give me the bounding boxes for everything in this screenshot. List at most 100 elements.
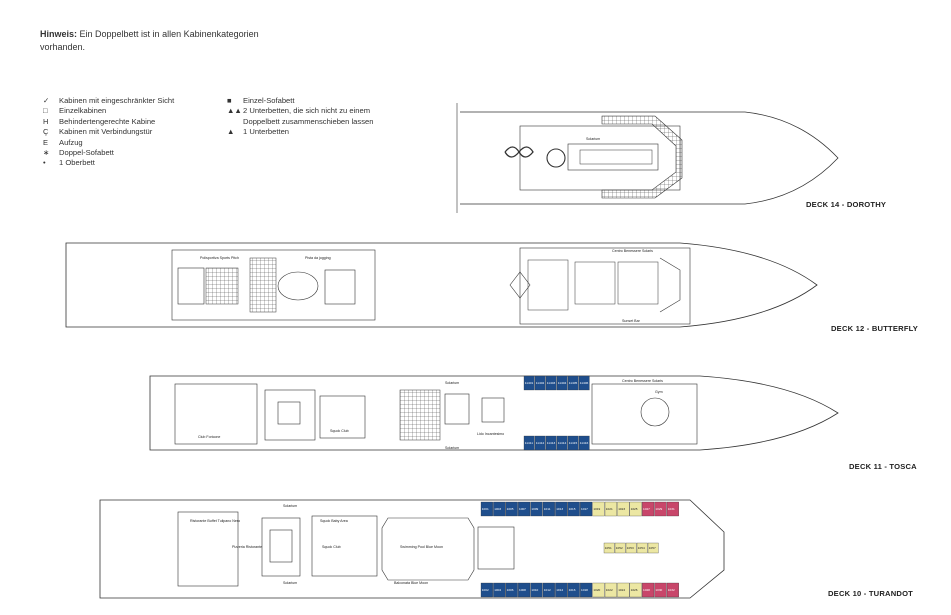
deck-12-label: DECK 12 - BUTTERFLY [831, 324, 919, 333]
deck-11-club-label: Club Foricone [198, 435, 220, 439]
cabin-cell [614, 542, 626, 554]
legend-item: Doppel-Sofabett [59, 148, 114, 158]
cabin-number: 1014 [556, 588, 563, 592]
deck-14-hull [460, 111, 839, 205]
cabin-number: 11403 [547, 381, 556, 385]
cabin-number: 1020 [593, 588, 600, 592]
cabin-number: 1010 [531, 588, 538, 592]
cabin-number: 1007 [519, 507, 526, 511]
cabin-cell [629, 582, 642, 598]
cabin-cell [493, 501, 506, 517]
deck-12-plan: Polisportiva Sports Pitch Pista da joggi… [65, 242, 818, 328]
cabin-number: 1053 [627, 546, 634, 550]
cabin-cell [647, 542, 659, 554]
cabin-cell [666, 501, 679, 517]
cabin-number: 11416 [580, 441, 589, 445]
legend-item: Kabinen mit eingeschränkter Sicht [59, 96, 175, 105]
cabin-cell [578, 435, 590, 451]
cabin-number: 11401 [525, 381, 534, 385]
cabin-cell [666, 582, 679, 598]
cabin-cell [545, 435, 557, 451]
double-triangle-icon: ▲▲ [227, 106, 242, 116]
cabin-cell [654, 501, 667, 517]
cabin-number: 1057 [649, 546, 656, 550]
deck-14-sunbeds [601, 115, 683, 199]
cabin-number: 1005 [507, 507, 514, 511]
cabin-cell [542, 582, 555, 598]
deck-11-solarium-top-label: Solarium [445, 381, 459, 385]
cabin-cell [556, 435, 568, 451]
legend-item: 1 Oberbett [59, 158, 95, 168]
deck-14-label: DECK 14 - DOROTHY [806, 200, 887, 209]
deck-10-pizzeria-label: Pizzeria Ristorante [232, 545, 262, 549]
cabin-cell [567, 435, 579, 451]
cabin-number: 1002 [482, 588, 489, 592]
deck-11-spa-label: Centro Benessere Solaris [622, 379, 663, 383]
cabin-number: 1018 [581, 588, 588, 592]
funnel-swirl-icon [504, 146, 534, 158]
cabin-number: 1022 [606, 588, 613, 592]
cabin-cell [534, 435, 546, 451]
costa-logo-icon [546, 148, 566, 168]
deck-10-squok-label: Squok Club [322, 545, 341, 549]
deck-10-pool-label: Swimming Pool Blue Moon [400, 545, 443, 549]
cabin-cell [534, 375, 546, 391]
connecting-door-icon: Ç [43, 127, 49, 137]
cabin-cell [505, 501, 518, 517]
cabin-number: 1015 [569, 507, 576, 511]
cabin-cell [617, 582, 630, 598]
deck-14-plan: Solarium [456, 103, 839, 213]
cabin-cell [555, 501, 568, 517]
cabin-number: 1027 [643, 507, 650, 511]
deck-11-plan: Club Foricone Squok Club Solarium Solari… [149, 375, 839, 451]
cabin-cell [480, 582, 493, 598]
cabin-number: 1029 [655, 507, 662, 511]
cabin-number: 11402 [536, 381, 545, 385]
asterisk-icon: ∗ [43, 148, 50, 158]
deck-10-label: DECK 10 - TURANDOT [828, 589, 914, 598]
deck-10-hull [99, 499, 725, 599]
cabin-cell [542, 501, 555, 517]
cabin-cell [580, 501, 593, 517]
cabin-cell [617, 501, 630, 517]
cabin-number: 11404 [558, 381, 567, 385]
cabin-cell [518, 501, 531, 517]
triangle-icon: ▲ [227, 127, 235, 137]
cabin-number: 1001 [482, 507, 489, 511]
legend-item: Aufzug [59, 137, 83, 147]
cabin-number: 1019 [593, 507, 600, 511]
deck-10-squok-baby-label: Squok Baby Area [320, 519, 348, 523]
cabin-number: 1051 [605, 546, 612, 550]
legend-item: 2 Unterbetten, die sich nicht zu einem D… [243, 106, 374, 126]
cabin-number: 1030 [655, 588, 662, 592]
cabin-cell [545, 375, 557, 391]
cabin-number: 1025 [631, 507, 638, 511]
cabin-cell [530, 501, 543, 517]
cabin-number: 1054 [638, 546, 645, 550]
note-prefix: Hinweis: [40, 29, 78, 39]
cabin-cell [592, 582, 605, 598]
cabin-cell [578, 375, 590, 391]
cabin-number: 11412 [536, 441, 545, 445]
cabin-cell [604, 582, 617, 598]
deck-10-balcony-label: Balconata Blue Moon [394, 581, 428, 585]
cabin-cell [625, 542, 637, 554]
square-outline-icon: □ [43, 106, 48, 116]
deck-12-sports-label: Polisportiva Sports Pitch [200, 256, 239, 260]
deck-12-jogging-label: Pista da jogging [305, 256, 331, 260]
legend-item: Behindertengerechte Kabine [59, 116, 156, 126]
cabin-number: 1011 [544, 507, 551, 511]
cabin-cell [642, 501, 655, 517]
cabin-number: 11406 [580, 381, 589, 385]
cabin-number: 1013 [556, 507, 563, 511]
cabin-number: 1023 [618, 507, 625, 511]
cabin-number: 11415 [569, 441, 578, 445]
cabin-cell [604, 501, 617, 517]
deck-11-solarium-bottom-label: Solarium [445, 446, 459, 450]
deck-10-buffet-label: Ristorante Buffet Tulipano Nero [190, 519, 240, 523]
legend-item: Kabinen mit Verbindungstür [59, 127, 153, 137]
cabin-number: 11405 [569, 381, 578, 385]
cabin-number: 1052 [616, 546, 623, 550]
